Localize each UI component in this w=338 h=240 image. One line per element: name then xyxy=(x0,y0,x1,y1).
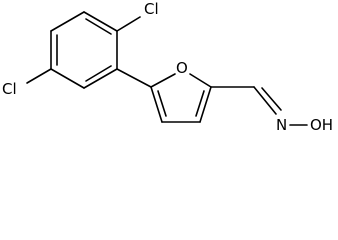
bond-fc2-o xyxy=(150,73,176,88)
furan-ring: O xyxy=(150,59,212,123)
bond-fc3-fc2 xyxy=(150,86,163,123)
hydroxyl-label: OH xyxy=(310,116,333,134)
bond-ch-n xyxy=(253,86,277,115)
double-bond-ch-n-inner xyxy=(261,87,282,111)
furan-oxygen-label: O xyxy=(176,59,188,77)
double-bond-inner-c1-c2 xyxy=(85,18,112,35)
benzene-ring xyxy=(50,11,118,89)
chemical-structure-diagram: Cl Cl O N OH xyxy=(2,0,333,134)
bond-o-fc5 xyxy=(189,73,212,88)
chlorine-label-left: Cl xyxy=(2,80,17,98)
bond-fc5-fc4 xyxy=(199,86,212,123)
bond-c3-c4 xyxy=(83,68,118,89)
bond-c2-cl xyxy=(116,16,141,32)
bond-c4-c5 xyxy=(50,68,85,89)
double-bond-inner-fc2-fc3 xyxy=(157,90,167,117)
bond-c6-c1 xyxy=(50,11,85,32)
bond-c1-c2 xyxy=(83,11,118,32)
bond-c5-cl xyxy=(26,68,52,84)
double-bond-inner-fc4-fc5 xyxy=(195,90,205,117)
chlorine-label-top: Cl xyxy=(144,0,159,18)
bond-benzene-furan xyxy=(116,68,152,88)
double-bond-inner-c3-c4 xyxy=(85,65,112,82)
nitrogen-label: N xyxy=(276,116,287,134)
